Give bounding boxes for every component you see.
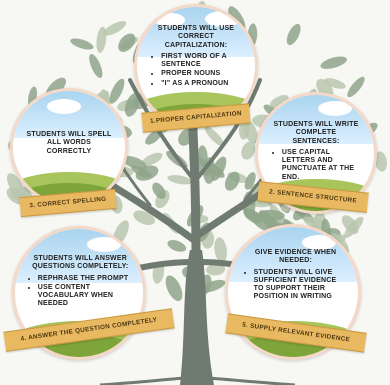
leaf-shape [141, 152, 163, 166]
list-item: PROPER NOUNS [161, 70, 241, 78]
leaf-shape [214, 237, 227, 263]
goal-spelling-text: STUDENTS WILL SPELL ALL WORDS CORRECTLY [26, 131, 112, 159]
leaf-shape [204, 126, 225, 147]
leaf-shape [122, 155, 147, 170]
leaf-shape [286, 23, 301, 46]
leaf-shape [167, 240, 187, 252]
goal-evidence-list: STUDENTS WILL GIVE SUFFICIENT EVIDENCE T… [244, 269, 348, 302]
leaf-shape [320, 56, 347, 69]
leaf-shape [89, 53, 103, 79]
goal-sentences-list: USE CAPITAL LETTERS AND PUNCTUATE AT THE… [272, 149, 360, 182]
list-item: "I" AS A PRONOUN [161, 80, 241, 88]
leaf-shape [241, 141, 256, 160]
leaf-shape [243, 120, 258, 144]
list-item: USE CAPITAL LETTERS AND PUNCTUATE AT THE… [282, 149, 360, 182]
list-item: REPHRASE THE PROMPT [38, 275, 133, 283]
root-shape [207, 376, 296, 385]
list-item: FIRST WORD OF A SENTENCE [161, 53, 241, 70]
leaf-shape [324, 78, 346, 89]
leaf-shape [70, 38, 94, 50]
branch-shape [180, 250, 214, 385]
branch-shape [194, 78, 262, 182]
goal-spelling-heading: STUDENTS WILL SPELL ALL WORDS CORRECTLY [26, 131, 112, 155]
list-item: USE CONTENT VOCABULARY WHEN NEEDED [38, 284, 133, 309]
leaf-shape [206, 263, 226, 276]
goal-capitalization-text: STUDENTS WILL USE CORRECT CAPITALIZATION… [151, 25, 241, 89]
leaf-shape [165, 275, 183, 302]
goal-sentences-heading: STUDENTS WILL WRITE COMPLETE SENTENCES: [273, 121, 359, 145]
leaf-shape [347, 76, 365, 98]
leaf-shape [133, 210, 155, 225]
leaf-shape [152, 182, 166, 199]
goal-evidence-text: GIVE EVIDENCE WHEN NEEDED: STUDENTS WILL… [244, 249, 348, 303]
leaf-shape [374, 151, 387, 172]
goal-answer-text: STUDENTS WILL ANSWER QUESTIONS COMPLETEL… [28, 255, 133, 310]
goal-sentences-text: STUDENTS WILL WRITE COMPLETE SENTENCES: … [272, 121, 360, 183]
branch-shape [128, 78, 196, 182]
leaf-shape [103, 21, 127, 36]
leaf-shape [224, 171, 240, 191]
leaf-shape [118, 33, 136, 52]
goal-evidence-heading: GIVE EVIDENCE WHEN NEEDED: [254, 249, 337, 265]
leaf-shape [167, 175, 193, 185]
leaf-shape [244, 172, 256, 190]
goal-capitalization-list: FIRST WORD OF A SENTENCE PROPER NOUNS "I… [151, 53, 241, 88]
goal-answer-heading: STUDENTS WILL ANSWER QUESTIONS COMPLETEL… [32, 255, 129, 271]
leaf-shape [145, 129, 162, 145]
root-shape [99, 376, 186, 385]
list-item: STUDENTS WILL GIVE SUFFICIENT EVIDENCE T… [254, 269, 348, 302]
goal-answer-list: REPHRASE THE PROMPT USE CONTENT VOCABULA… [28, 275, 133, 309]
goal-capitalization-heading: STUDENTS WILL USE CORRECT CAPITALIZATION… [157, 25, 235, 49]
